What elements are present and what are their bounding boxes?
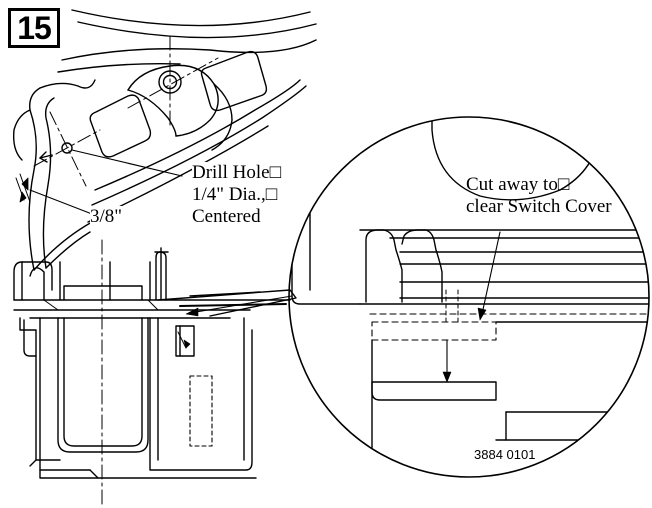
magnified-detail <box>186 100 652 477</box>
drill-hole-line-2: 1/4" Dia.,□ <box>192 184 278 205</box>
drill-hole-callout: Drill Hole□ 1/4" Dia.,□ Centered <box>192 162 282 228</box>
cut-away-line-1: Cut away to□ <box>466 174 570 195</box>
section-view <box>14 240 296 506</box>
cut-away-line-2: clear Switch Cover <box>466 196 612 217</box>
step-number-badge: 15 <box>8 8 60 48</box>
cut-away-callout: Cut away to□ clear Switch Cover <box>466 174 612 218</box>
offset-dimension-label: 3/8" <box>90 206 123 228</box>
step-number: 15 <box>17 9 52 46</box>
document-number: 3884 0101 <box>474 447 536 462</box>
ring-detail-view <box>14 10 316 270</box>
drill-hole-line-3: Centered <box>192 206 261 227</box>
offset-value: 3/8" <box>90 206 123 227</box>
drill-hole-line-1: Drill Hole□ <box>192 162 282 183</box>
